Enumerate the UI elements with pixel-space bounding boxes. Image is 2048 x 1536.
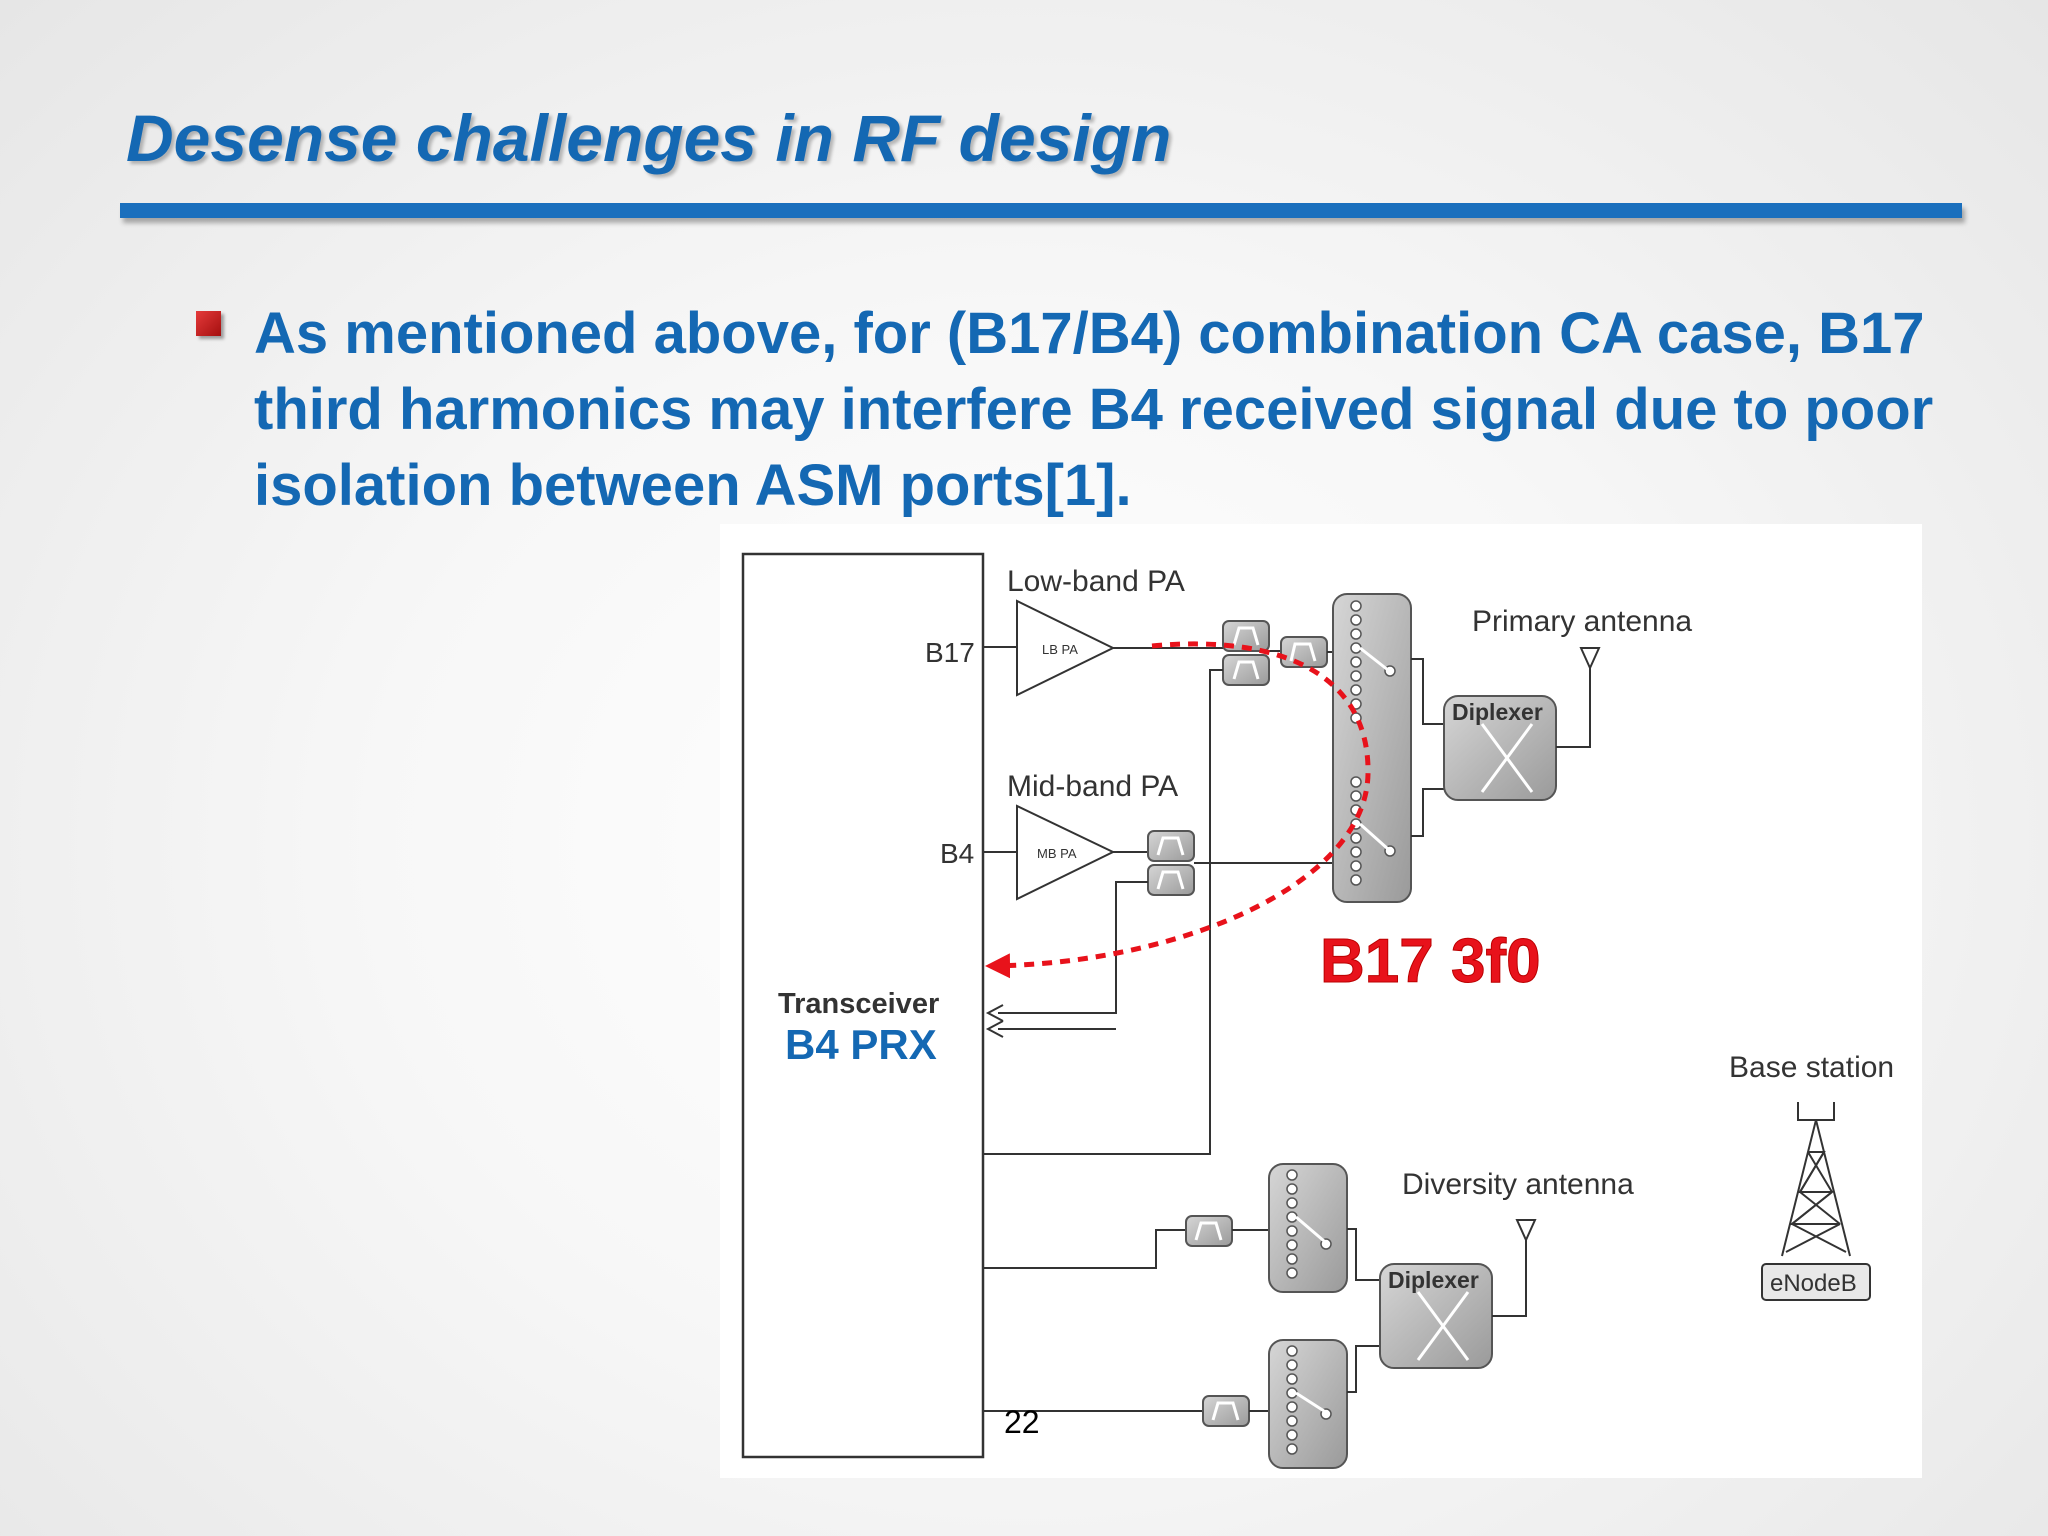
page-number: 22 <box>1004 1404 1040 1440</box>
b17-3f0-interference-path <box>985 641 1371 979</box>
diversity-antenna-label: Diversity antenna <box>1402 1168 1634 1201</box>
b4-rx-filter <box>1147 864 1195 896</box>
base-station-label: Base station <box>1729 1051 1894 1084</box>
enodeb-label: eNodeB <box>1770 1270 1857 1297</box>
bullet-marker <box>196 311 221 336</box>
mb-pa-text: MB PA <box>1037 846 1077 861</box>
primary-asm-switch <box>1332 593 1412 903</box>
diversity-switch-2 <box>1268 1339 1348 1469</box>
slide-title: Desense challenges in RF design <box>126 101 1172 175</box>
mb-pa-amplifier <box>1016 804 1116 901</box>
lb-pa-text: LB PA <box>1042 642 1078 657</box>
b17-lowpass-filter <box>1280 636 1328 668</box>
base-station-tower-icon <box>1781 1102 1851 1257</box>
enodeb-box <box>1761 1263 1871 1301</box>
b4-prx-label: B4 PRX <box>785 1021 937 1068</box>
diversity-filter-2 <box>1202 1395 1250 1427</box>
primary-diplexer-label: Diplexer <box>1452 699 1543 725</box>
rf-block-diagram: Transceiver B4 PRX B17 B4 Low-band PA LB… <box>720 524 1922 1478</box>
transceiver-label: Transceiver <box>778 988 939 1020</box>
primary-antenna-icon <box>1579 647 1601 671</box>
bullet-text: As mentioned above, for (B17/B4) combina… <box>254 301 1934 518</box>
diversity-filter-1 <box>1185 1215 1233 1247</box>
b17-rx-filter <box>1222 654 1270 686</box>
mid-band-pa-label: Mid-band PA <box>1007 770 1178 803</box>
primary-antenna-label: Primary antenna <box>1472 605 1692 638</box>
b17-label: B17 <box>925 637 975 668</box>
lb-pa-amplifier <box>1016 599 1116 697</box>
b17-3f0-label: B17 3f0 <box>1320 927 1541 996</box>
low-band-pa-label: Low-band PA <box>1007 565 1185 598</box>
title-underline <box>120 203 1962 218</box>
b4-tx-filter <box>1147 830 1195 862</box>
diversity-diplexer-label: Diplexer <box>1388 1267 1479 1293</box>
b4-label: B4 <box>940 838 974 869</box>
diversity-antenna-icon <box>1515 1219 1537 1243</box>
transceiver-block <box>741 552 985 1459</box>
